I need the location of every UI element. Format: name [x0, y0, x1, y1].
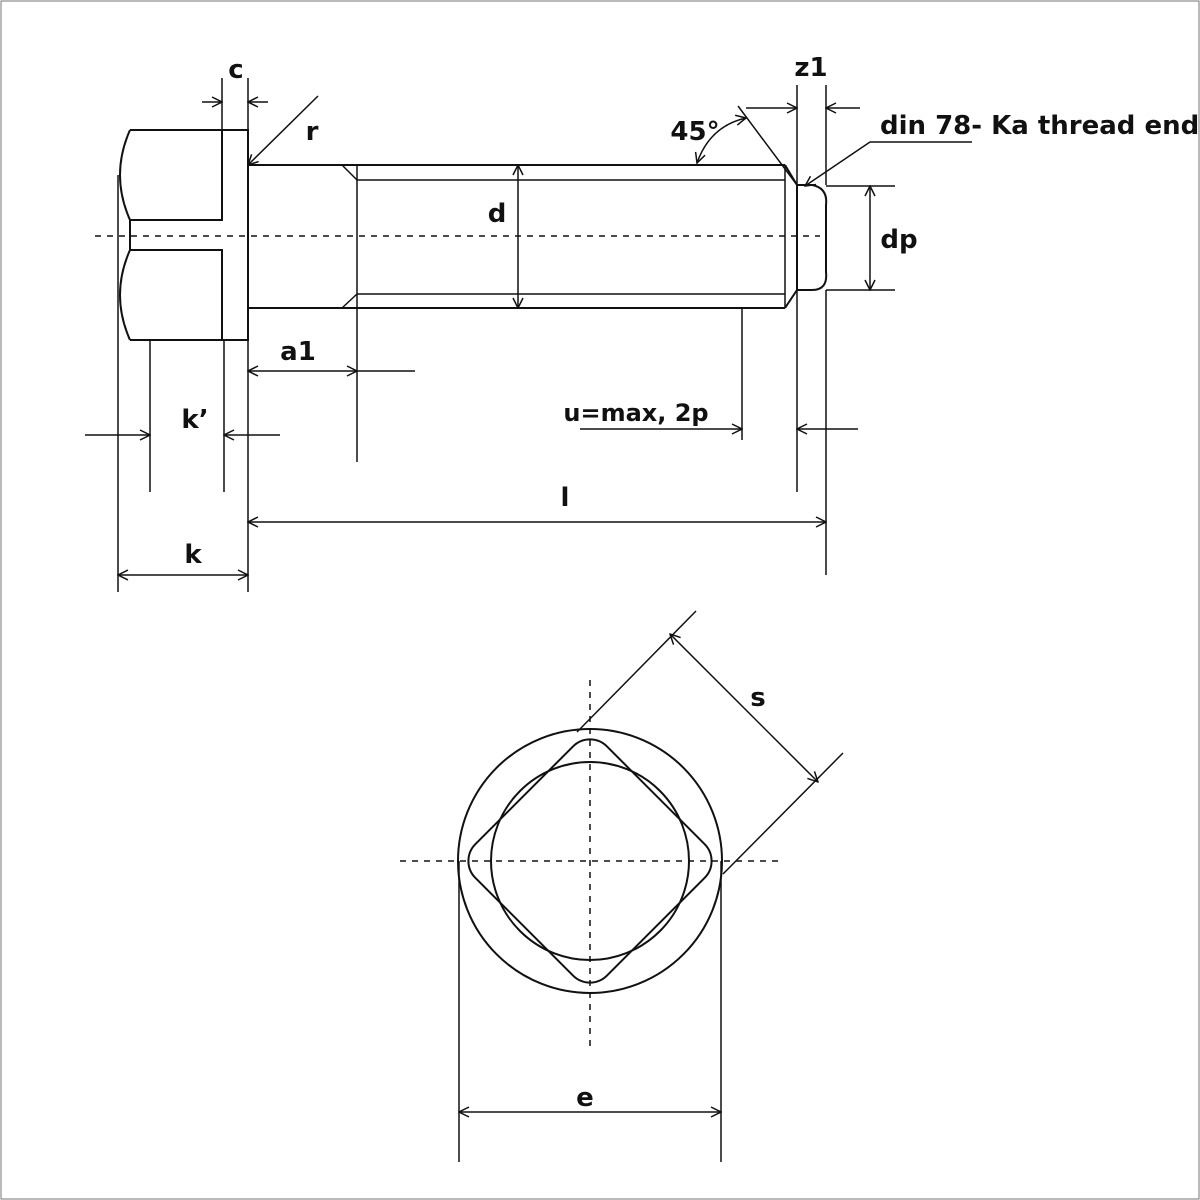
dimension-k-prime: k’: [85, 405, 280, 435]
dimension-c: c: [202, 55, 268, 102]
label-r: r: [306, 117, 319, 147]
bolt-head: [119, 129, 249, 341]
label-k: k: [184, 540, 202, 570]
label-dp: dp: [880, 225, 917, 255]
square-head-outline: [467, 738, 713, 984]
dimension-s: s: [576, 610, 844, 875]
label-s: s: [750, 683, 765, 713]
dimension-e: e: [459, 861, 721, 1162]
side-view: c r z1 45° din 78- Ka thread end d: [85, 53, 1199, 592]
outer-circle: [457, 728, 723, 994]
label-thread-end: din 78- Ka thread end: [880, 111, 1199, 141]
dimension-dp: dp: [870, 186, 918, 290]
inner-circle: [490, 761, 690, 961]
dimension-z1: z1: [746, 53, 860, 108]
label-k-prime: k’: [181, 405, 208, 435]
dimension-a1: a1: [248, 337, 415, 371]
label-d: d: [488, 199, 507, 229]
label-a1: a1: [280, 337, 316, 367]
label-e: e: [576, 1083, 594, 1113]
dimension-k: k: [118, 540, 248, 575]
label-angle: 45°: [670, 117, 719, 147]
dimension-d: d: [488, 165, 518, 308]
label-z1: z1: [794, 53, 827, 83]
dimension-l: l: [248, 483, 826, 522]
label-l: l: [561, 483, 570, 513]
dimension-45-degree: 45°: [670, 105, 798, 186]
dimension-u: u=max, 2p: [563, 399, 858, 429]
label-u: u=max, 2p: [563, 399, 708, 427]
label-c: c: [228, 55, 243, 85]
end-view: s e: [400, 610, 844, 1162]
dimension-r: r: [248, 95, 319, 165]
bolt-shank: [248, 164, 828, 309]
thread-end-callout: din 78- Ka thread end: [805, 111, 1199, 186]
